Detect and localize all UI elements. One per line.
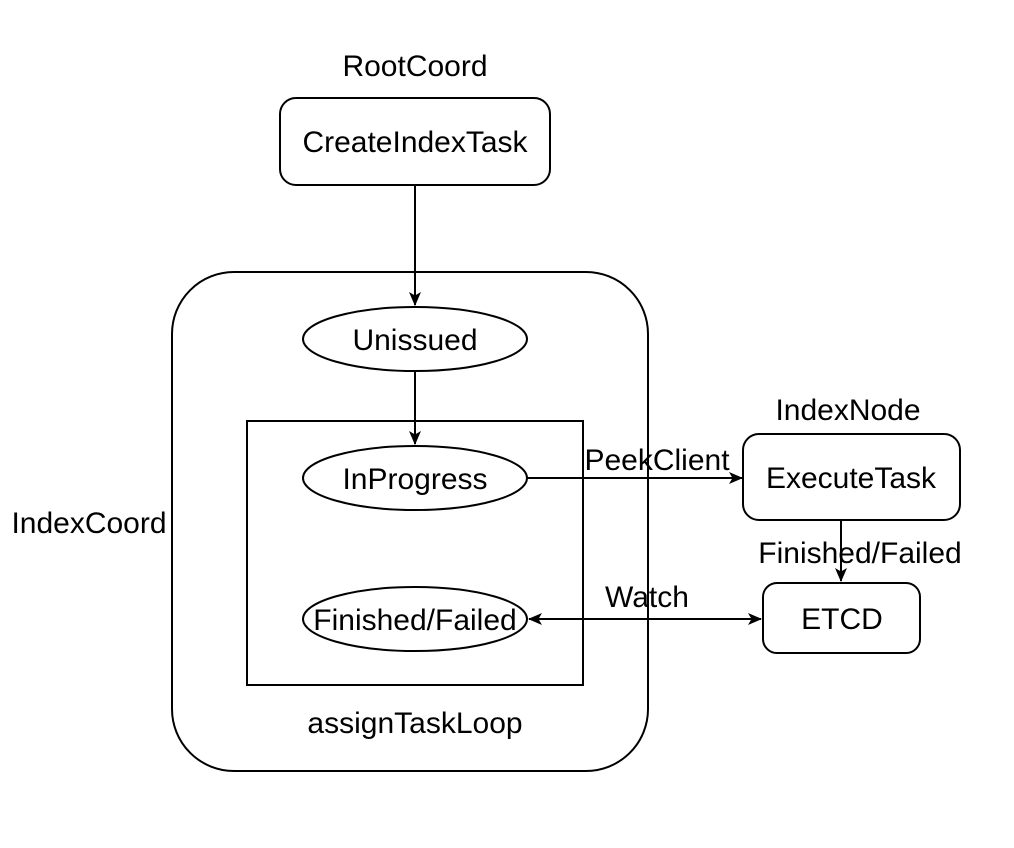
inprogress-label: InProgress <box>342 463 487 496</box>
etcd-node: ETCD <box>762 582 921 654</box>
etcd-label: ETCD <box>801 603 883 636</box>
execute-task-node: ExecuteTask <box>742 433 961 521</box>
indexcoord-container <box>171 271 649 772</box>
watch-edge-label: Watch <box>605 581 689 614</box>
unissued-label: Unissued <box>352 324 477 357</box>
etcd-box <box>762 582 921 654</box>
assigntaskloop-box <box>246 420 584 686</box>
finished-failed-ellipse <box>302 586 528 652</box>
create-index-task-label: CreateIndexTask <box>302 126 528 159</box>
inprogress-node: InProgress <box>302 445 528 511</box>
peekclient-edge-label: PeekClient <box>584 444 730 477</box>
unissued-node: Unissued <box>302 306 528 372</box>
rootcoord-group-label: RootCoord <box>342 50 487 83</box>
create-index-task-node: CreateIndexTask <box>279 97 551 186</box>
finished-failed-label: Finished/Failed <box>313 604 516 637</box>
finished-failed-edge-label: Finished/Failed <box>758 537 961 570</box>
indexcoord-group-label: IndexCoord <box>11 507 166 540</box>
finished-failed-node: Finished/Failed <box>302 586 528 652</box>
execute-task-box <box>742 433 961 521</box>
indexnode-group-label: IndexNode <box>775 394 920 427</box>
assigntaskloop-group-label: assignTaskLoop <box>307 707 522 740</box>
execute-task-label: ExecuteTask <box>766 462 937 495</box>
